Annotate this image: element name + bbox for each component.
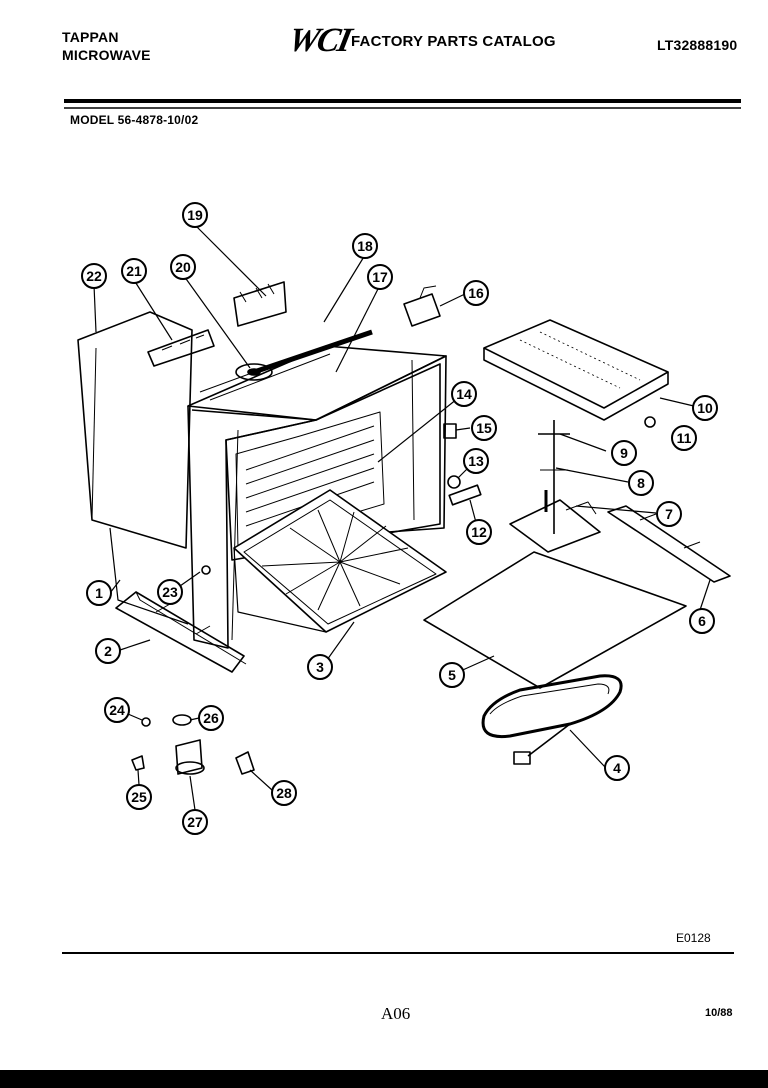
callout-1: 1 [86, 580, 112, 606]
top-brackets [147, 281, 287, 367]
stirrer-shaft [538, 420, 570, 534]
svg-text:7: 7 [665, 506, 673, 522]
callout-9: 9 [611, 440, 637, 466]
bottom-rail [115, 591, 247, 673]
callout-17: 17 [367, 264, 393, 290]
page-number: A06 [381, 1004, 411, 1023]
callout-4: 4 [604, 755, 630, 781]
svg-text:11: 11 [677, 430, 692, 446]
svg-text:5: 5 [448, 667, 456, 683]
catalog-number: LT32888190 [657, 37, 738, 53]
callout-19: 19 [182, 202, 208, 228]
mounting-bracket [403, 285, 441, 327]
brand-name: TAPPAN [62, 29, 119, 45]
callout-22: 22 [81, 263, 107, 289]
callout-labels: 1 2 3 4 5 6 7 8 9 10 11 12 13 14 15 16 1… [81, 202, 718, 835]
callout-12: 12 [466, 519, 492, 545]
svg-text:19: 19 [187, 207, 203, 223]
side-bracket [607, 505, 731, 583]
housing-nut [644, 416, 656, 428]
switch-hardware [443, 423, 457, 439]
svg-text:23: 23 [162, 584, 178, 600]
lower-leaders [127, 713, 273, 811]
heating-element [481, 674, 623, 765]
callout-28: 28 [271, 780, 297, 806]
callout-25: 25 [126, 784, 152, 810]
svg-text:17: 17 [372, 269, 388, 285]
callout-3: 3 [307, 654, 333, 680]
callout-11: 11 [671, 425, 697, 451]
model-number: MODEL 56-4878-10/02 [70, 113, 199, 127]
clip-28 [235, 751, 255, 775]
svg-text:24: 24 [109, 702, 125, 718]
catalog-title: FACTORY PARTS CATALOG [351, 33, 556, 50]
svg-text:8: 8 [637, 475, 645, 491]
callout-5: 5 [439, 662, 465, 688]
washer-26 [172, 714, 192, 726]
svg-text:25: 25 [131, 789, 147, 805]
svg-text:3: 3 [316, 659, 324, 675]
svg-text:20: 20 [175, 259, 191, 275]
header-rule [64, 99, 741, 109]
svg-text:28: 28 [276, 785, 292, 801]
callout-21: 21 [121, 258, 147, 284]
screw-24 [141, 717, 151, 727]
svg-text:16: 16 [468, 285, 484, 301]
callout-15: 15 [471, 415, 497, 441]
callout-14: 14 [451, 381, 477, 407]
cap-25 [131, 755, 145, 771]
thermostat [175, 739, 205, 775]
svg-text:15: 15 [476, 420, 492, 436]
svg-text:22: 22 [86, 268, 102, 284]
cabinet-screw [201, 565, 211, 575]
svg-text:12: 12 [471, 524, 487, 540]
callout-10: 10 [692, 395, 718, 421]
svg-text:27: 27 [187, 814, 203, 830]
callout-13: 13 [463, 448, 489, 474]
callout-6: 6 [689, 608, 715, 634]
callout-27: 27 [182, 809, 208, 835]
control-housing [483, 319, 669, 421]
svg-text:2: 2 [104, 643, 112, 659]
callout-20: 20 [170, 254, 196, 280]
svg-text:14: 14 [456, 386, 472, 402]
bottom-border [0, 1070, 768, 1088]
svg-text:10: 10 [697, 400, 713, 416]
door-roller [447, 475, 461, 489]
callout-8: 8 [628, 470, 654, 496]
brand-subtitle: MICROWAVE [62, 47, 151, 63]
svg-text:21: 21 [126, 263, 142, 279]
svg-text:26: 26 [203, 710, 219, 726]
callout-26: 26 [198, 705, 224, 731]
callout-23: 23 [157, 579, 183, 605]
svg-text:9: 9 [620, 445, 628, 461]
callout-18: 18 [352, 233, 378, 259]
callout-2: 2 [95, 638, 121, 664]
callout-7: 7 [656, 501, 682, 527]
svg-text:6: 6 [698, 613, 706, 629]
print-date: 10/88 [705, 1007, 733, 1019]
oven-cavity [109, 345, 447, 649]
rear-panel [77, 311, 193, 549]
bottom-panel [423, 551, 687, 689]
stirrer-blade [509, 499, 601, 553]
svg-text:1: 1 [95, 585, 103, 601]
drawing-code: E0128 [676, 931, 711, 945]
svg-text:18: 18 [357, 238, 373, 254]
oven-rack [233, 489, 447, 633]
callout-16: 16 [463, 280, 489, 306]
svg-text:13: 13 [468, 453, 484, 469]
door-latch [448, 484, 482, 506]
svg-text:4: 4 [613, 760, 621, 776]
callout-24: 24 [104, 697, 130, 723]
